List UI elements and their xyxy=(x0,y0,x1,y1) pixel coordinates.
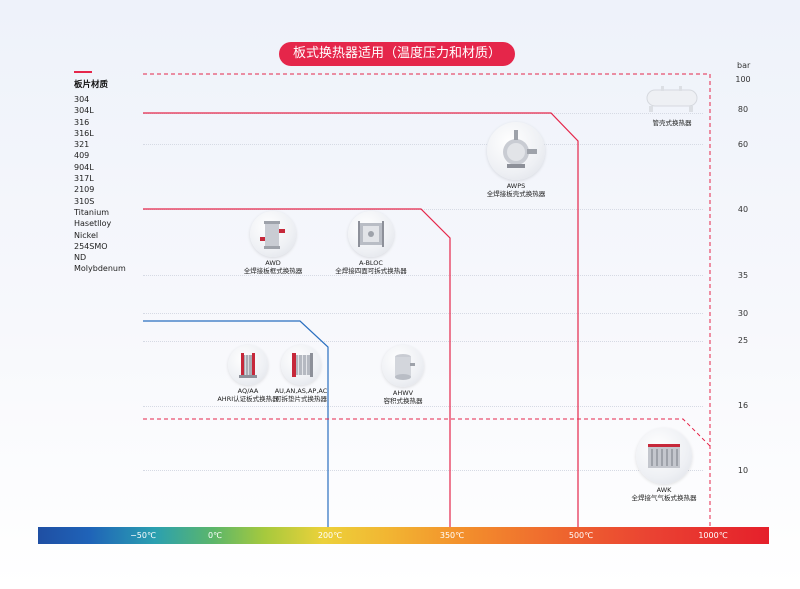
temperature-label: 350℃ xyxy=(439,531,465,540)
material-item: Titanium xyxy=(74,207,110,217)
pressure-label: 100 xyxy=(735,75,751,84)
gridline xyxy=(143,406,703,407)
product-aq-aa[interactable]: AQ/AA AHRI认证板式换热器 xyxy=(213,345,283,403)
material-item: 904L xyxy=(74,162,94,172)
temperature-label: 200℃ xyxy=(317,531,343,540)
product-name: 管壳式换热器 xyxy=(652,119,692,127)
material-item: 304 xyxy=(74,95,90,104)
page-title: 板式换热器适用（温度压力和材质） xyxy=(279,42,515,66)
material-item: 2109 xyxy=(74,185,95,195)
gridline xyxy=(143,209,703,210)
product-shell-and-tube[interactable]: 管壳式换热器 xyxy=(632,83,712,127)
product-a-bloc[interactable]: A-BLOC 全焊接四面可拆式换热器 xyxy=(331,211,411,275)
product-name: 全焊接气气板式换热器 xyxy=(631,494,697,502)
temperature-label: −50℃ xyxy=(130,531,156,540)
pressure-unit: bar xyxy=(737,61,751,70)
limit-line-dashed-16bar xyxy=(143,418,711,447)
product-ahwv[interactable]: AHWV 容积式换热器 xyxy=(368,345,438,405)
pressure-label: 80 xyxy=(737,105,749,114)
product-name: 全焊接板框式换热器 xyxy=(243,267,303,275)
material-item: 304L xyxy=(74,106,94,116)
product-awd[interactable]: AWD 全焊接板框式换热器 xyxy=(238,211,308,275)
product-awps[interactable]: AWPS 全焊接板壳式换热器 xyxy=(476,122,556,198)
material-item: 409 xyxy=(74,151,90,161)
product-name: 全焊接板壳式换热器 xyxy=(486,190,546,198)
material-item: Molybdenum xyxy=(74,264,126,274)
product-code: AHWV xyxy=(392,389,414,397)
gridline xyxy=(143,341,703,342)
temperature-label: 1000℃ xyxy=(698,531,728,540)
limit-line-red-40bar xyxy=(143,208,451,527)
welded-plate-frame-exchanger-icon xyxy=(250,211,296,257)
gasketed-heat-exchanger-icon xyxy=(281,345,321,385)
gridline xyxy=(143,470,703,471)
shell-and-tube-exchanger-icon xyxy=(637,83,707,115)
product-name: 容积式换热器 xyxy=(383,397,423,405)
product-code: AQ/AA xyxy=(237,387,259,395)
temperature-label: 500℃ xyxy=(568,531,594,540)
temperature-color-bar xyxy=(38,527,769,544)
material-item: 316L xyxy=(74,128,94,138)
temperature-label: 0℃ xyxy=(207,531,223,540)
product-code: AWPS xyxy=(506,182,526,190)
limit-line-red-80bar xyxy=(143,112,579,527)
product-code: AWD xyxy=(265,259,281,267)
material-item: Hasetlloy xyxy=(74,219,112,229)
gridline xyxy=(143,313,703,314)
pressure-label: 16 xyxy=(737,401,749,410)
material-list-title: 板片材质 xyxy=(74,80,109,90)
product-code: AU,AN,AS,AP,AC xyxy=(274,387,328,395)
product-name: AHRI认证板式换热器 xyxy=(217,395,279,403)
plate-heat-exchanger-icon xyxy=(228,345,268,385)
material-item: 321 xyxy=(74,140,90,150)
material-item: Nickel xyxy=(74,230,99,240)
material-accent-line xyxy=(74,71,92,73)
pressure-label: 60 xyxy=(737,140,749,149)
product-au-an-as-ap-ac[interactable]: AU,AN,AS,AP,AC 可拆垫片式换热器 xyxy=(263,345,339,403)
gridline xyxy=(143,275,703,276)
welded-plate-shell-exchanger-icon xyxy=(487,122,545,180)
material-item: ND xyxy=(74,253,87,263)
pressure-label: 25 xyxy=(737,336,749,345)
gridline xyxy=(143,144,703,145)
pressure-label: 35 xyxy=(737,271,749,280)
pressure-label: 10 xyxy=(737,466,749,475)
material-item: 316 xyxy=(74,117,90,127)
limit-line-blue xyxy=(143,320,329,527)
product-code: AWK xyxy=(656,486,672,494)
product-code: A-BLOC xyxy=(359,259,383,267)
product-name: 全焊接四面可拆式换热器 xyxy=(335,267,407,275)
material-item: 317L xyxy=(74,174,94,184)
bloc-heat-exchanger-icon xyxy=(348,211,394,257)
gas-gas-plate-exchanger-icon xyxy=(636,428,692,484)
product-name: 可拆垫片式换热器 xyxy=(275,395,327,403)
pressure-label: 40 xyxy=(737,205,749,214)
material-item: 254SMO xyxy=(74,241,108,251)
product-awk[interactable]: AWK 全焊接气气板式换热器 xyxy=(626,428,702,502)
material-item: 310S xyxy=(74,196,95,206)
pressure-label: 30 xyxy=(737,309,749,318)
limit-line-dashed-100bar xyxy=(143,73,711,527)
material-list: 304 304L 316 316L 321 409 904L 317L 2109… xyxy=(74,94,126,275)
volumetric-heat-exchanger-icon xyxy=(382,345,424,387)
